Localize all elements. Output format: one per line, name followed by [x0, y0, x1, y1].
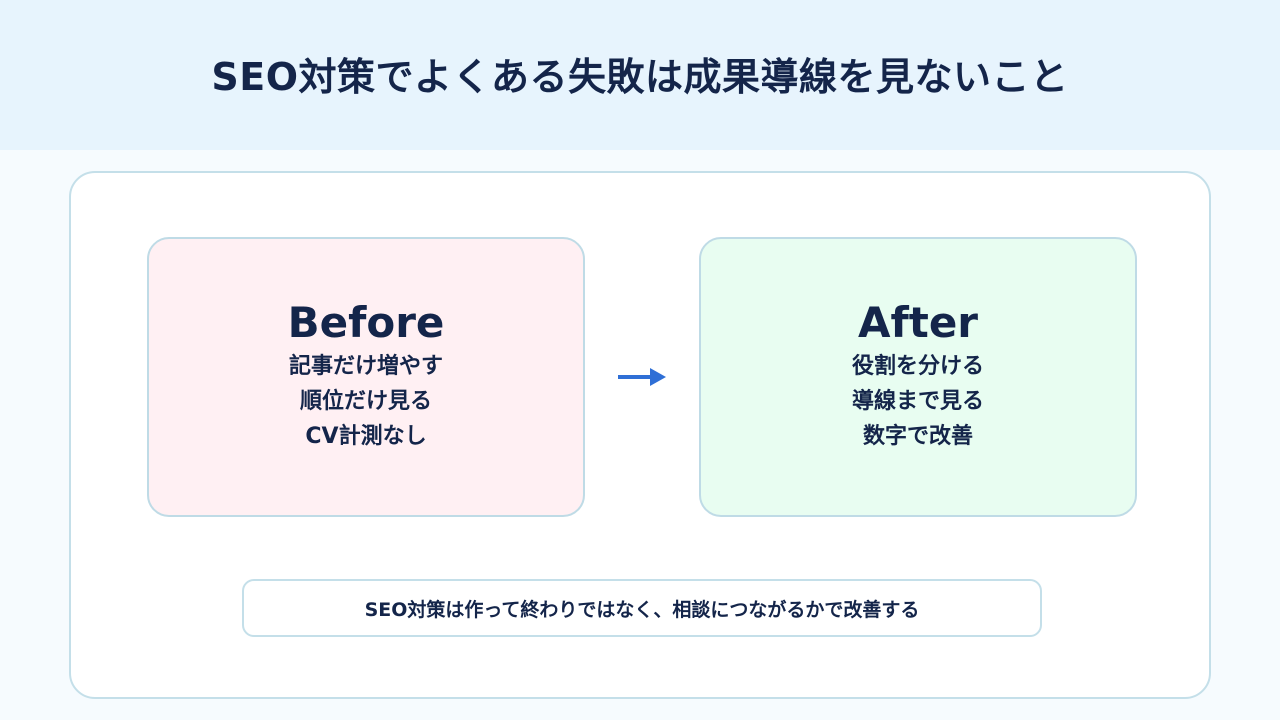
before-list: 記事だけ増やす 順位だけ見る CV計測なし [289, 349, 443, 454]
arrow-shaft [618, 375, 652, 379]
before-title: Before [287, 298, 445, 347]
before-item: 記事だけ増やす [288, 354, 443, 379]
arrow-head [650, 368, 666, 386]
header: SEO対策でよくある失敗は成果導線を見ないこと [0, 0, 1280, 150]
before-item: CV計測なし [305, 424, 427, 449]
before-card: Before 記事だけ増やす 順位だけ見る CV計測なし [147, 237, 585, 517]
after-card: After 役割を分ける 導線まで見る 数字で改善 [699, 237, 1137, 517]
arrow-right-icon [618, 368, 666, 386]
after-item: 導線まで見る [851, 389, 984, 414]
after-item: 役割を分ける [851, 354, 984, 379]
page-title: SEO対策でよくある失敗は成果導線を見ないこと [211, 54, 1069, 99]
after-item: 数字で改善 [862, 424, 973, 449]
comparison-panel: Before 記事だけ増やす 順位だけ見る CV計測なし After 役割を分け… [69, 171, 1211, 699]
summary-box: SEO対策は作って終わりではなく、相談につながるかで改善する [242, 579, 1042, 637]
after-title: After [857, 298, 979, 347]
after-list: 役割を分ける 導線まで見る 数字で改善 [852, 349, 984, 454]
before-item: 順位だけ見る [299, 389, 432, 414]
summary-text: SEO対策は作って終わりではなく、相談につながるかで改善する [364, 598, 920, 621]
